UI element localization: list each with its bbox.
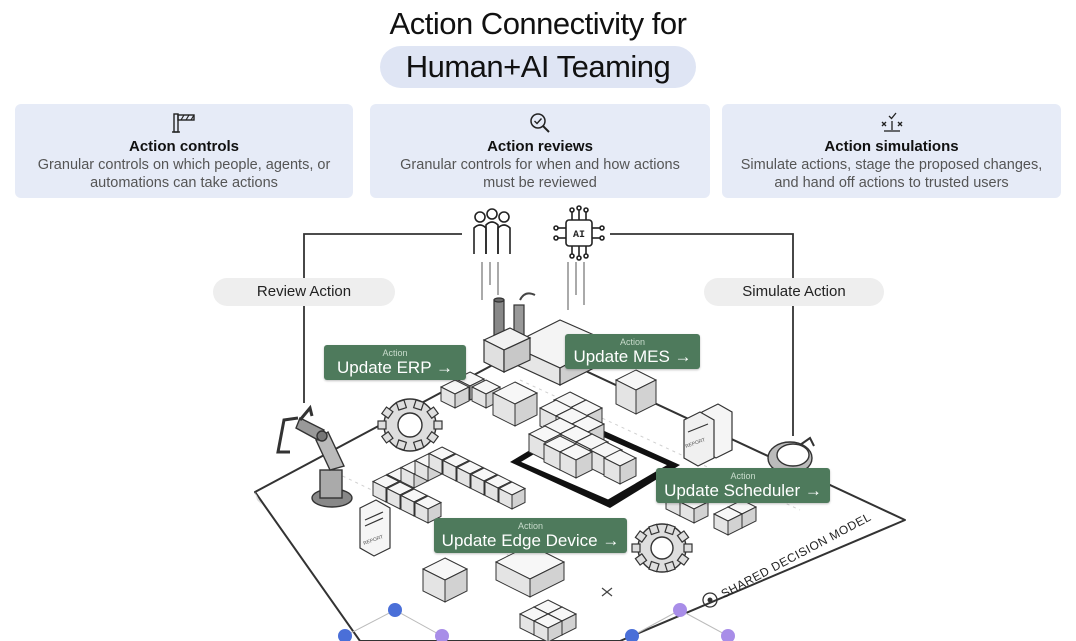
signal-lines (481, 262, 585, 310)
ai-chip-label: AI (573, 230, 585, 241)
card-description-line1: Granular controls for when and how actio… (400, 157, 680, 173)
network-node (673, 603, 687, 617)
magnifier-check-icon (530, 113, 550, 133)
crate-box (454, 386, 470, 409)
card-title: Action simulations (824, 138, 959, 155)
gear-tooth (433, 420, 443, 430)
card-action-controls: Action controls Granular controls on whi… (15, 104, 353, 198)
crate-box (529, 561, 565, 598)
gear-tooth (676, 553, 690, 566)
update-mes-action-button[interactable]: Action Update MES → (565, 334, 700, 369)
gear-tooth (634, 530, 648, 543)
card-description-line1: Simulate actions, stage the proposed cha… (740, 157, 1043, 173)
update-edge-device-action-button[interactable]: Action Update Edge Device → (434, 518, 627, 553)
barrier-gate-icon (172, 113, 195, 133)
card-action-simulations: Action simulations Simulate actions, sta… (722, 104, 1061, 198)
update-erp-action-button[interactable]: Action Update ERP → (324, 345, 466, 380)
title-highlight (380, 46, 696, 88)
card-description-line2: automations can take actions (90, 175, 278, 191)
crate-box (427, 501, 442, 524)
gear-tooth (380, 406, 394, 420)
action-tag: Action (619, 337, 645, 347)
card-description-line1: Granular controls on which people, agent… (37, 157, 331, 173)
gear-tooth (395, 439, 408, 451)
network-nodes (344, 609, 729, 637)
simulate-action-pill: Simulate Action (704, 278, 884, 306)
action-tag: Action (382, 348, 408, 358)
gear-tooth (426, 406, 440, 420)
page-title-line2: Human+AI Teaming (405, 49, 671, 84)
crate-box (514, 392, 538, 427)
marker-cross (601, 587, 613, 597)
gear-tooth (648, 523, 660, 536)
gear-tooth (631, 543, 641, 553)
crate-box (619, 457, 637, 485)
crate-box (635, 379, 657, 415)
report-document-icon (359, 499, 391, 557)
network-node (435, 629, 449, 641)
gear-icon (377, 398, 443, 452)
report-document-icon (683, 403, 733, 467)
crate-box (727, 513, 743, 536)
crate-box (533, 620, 549, 641)
network-node (338, 629, 352, 641)
ai-chip-icon (553, 205, 605, 261)
card-description-line2: and hand off actions to trusted users (774, 175, 1009, 191)
action-tag: Action (517, 521, 543, 531)
crate-box (547, 620, 563, 641)
card-title: Action reviews (487, 138, 593, 155)
gear-tooth (676, 530, 690, 543)
card-action-reviews: Action reviews Granular controls for whe… (370, 104, 710, 198)
boxes (371, 369, 758, 641)
gear-tooth (412, 399, 425, 411)
gear-tooth (634, 553, 648, 566)
network-node (721, 629, 735, 641)
gear-icon (631, 523, 693, 573)
gear-tooth (683, 543, 693, 553)
gear-tooth (664, 523, 676, 536)
network-node (625, 629, 639, 641)
gear-tooth (377, 420, 387, 430)
gear-tooth (395, 399, 408, 411)
page-title-line1: Action Connectivity for (389, 6, 687, 41)
action-tag: Action (730, 471, 756, 481)
action-label: Update Scheduler → (664, 481, 822, 500)
gear-tooth (380, 430, 394, 444)
robot-arm-icon (276, 404, 353, 508)
update-scheduler-action-button[interactable]: Action Update Scheduler → (656, 468, 830, 503)
card-title: Action controls (128, 138, 239, 155)
review-action-pill: Review Action (213, 278, 395, 306)
flow-connectors (303, 233, 794, 436)
gear-tooth (648, 560, 660, 573)
action-label: Update MES → (573, 347, 692, 366)
gear-tooth (426, 430, 440, 444)
people-group-icon (473, 208, 511, 254)
gear-tooth (412, 439, 425, 451)
simulation-icon (881, 112, 902, 132)
crate-box (693, 501, 709, 524)
crate-box (575, 451, 593, 479)
action-label: Update ERP → (337, 358, 453, 377)
card-description-line2: must be reviewed (483, 175, 597, 191)
crate-box (511, 487, 526, 510)
gear-tooth (664, 560, 676, 573)
crate-box (444, 568, 468, 603)
action-label: Update Edge Device → (441, 531, 620, 550)
network-node (388, 603, 402, 617)
